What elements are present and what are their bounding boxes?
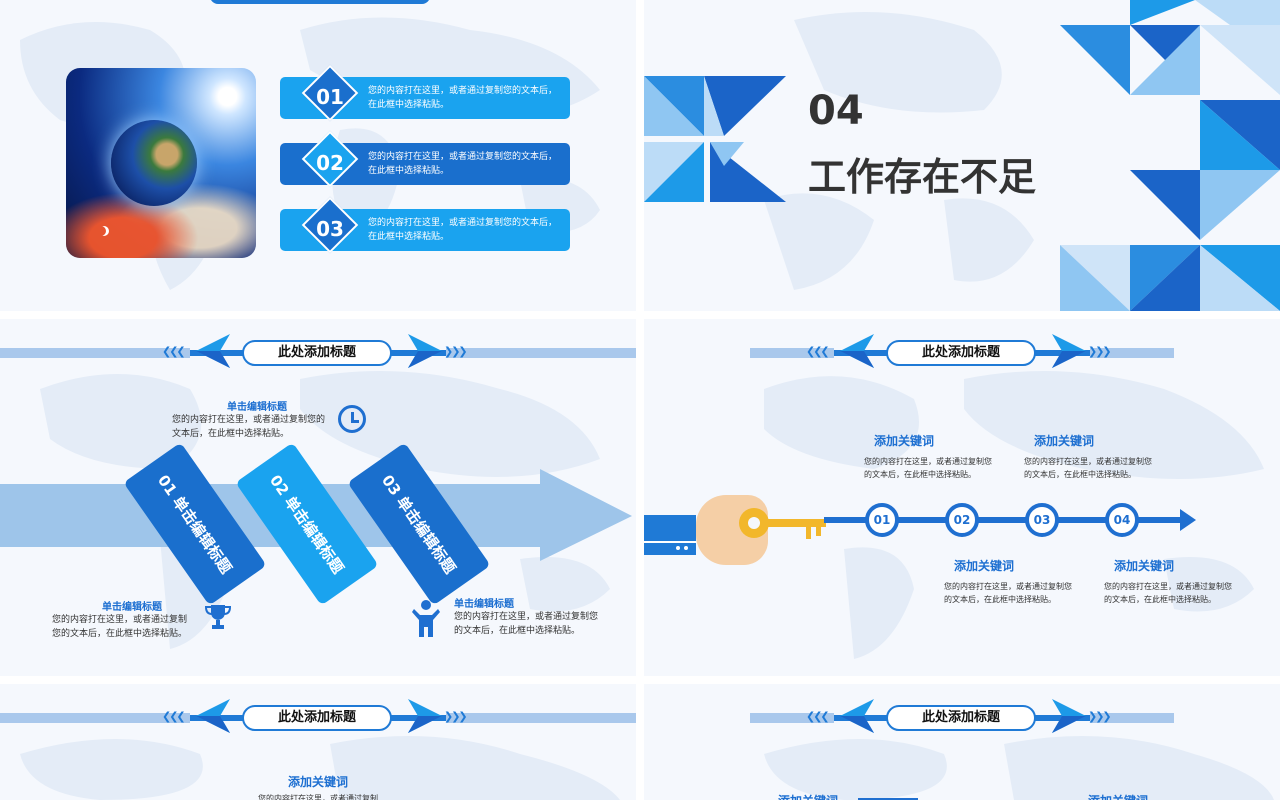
left-triangle-mosaic [644, 76, 786, 202]
item-text: 您的内容打在这里，或者通过复制您的文本后，在此框中选择粘贴。 [368, 86, 558, 110]
slide-2-thumbnail[interactable]: 04 工作存在不足 [644, 0, 1280, 311]
arrow-right-icon [408, 699, 442, 733]
chevrons-left-icon: ❮❮❮ [162, 710, 186, 723]
arrow-right-icon [1052, 699, 1086, 733]
chevrons-left-icon: ❮❮❮ [806, 710, 830, 723]
clock-icon [338, 405, 366, 433]
keyword-block-3: 添加关键词 您的内容打在这里，或者通过复制您的文本后，在此框中选择粘贴。 [1024, 432, 1174, 481]
keyword-block-2: 添加关键词 您的内容打在这里，或者通过复制您的文本后，在此框中选择粘贴。 [944, 557, 1094, 606]
chevrons-right-icon: ❯❯❯ [444, 345, 468, 358]
item-number: 03 [316, 217, 344, 241]
arrow-right-icon [1052, 334, 1086, 368]
timeline-node-03[interactable]: 03 [1025, 503, 1059, 537]
bar-segment [858, 798, 918, 800]
top-note: 单击编辑标题 您的内容打在这里，或者通过复制您的文本后，在此框中选择粘贴。 [172, 398, 342, 441]
slide-title: 此处添加标题 [886, 705, 1036, 731]
keyword-title-right: 添加关键词 [1088, 792, 1148, 800]
planet [111, 120, 197, 206]
item-text: 您的内容打在这里，或者通过复制您的文本后，在此框中选择粘贴。 [368, 218, 558, 242]
item-number: 02 [316, 151, 344, 175]
right-triangle-mosaic [1060, 0, 1280, 311]
right-note: 单击编辑标题 您的内容打在这里，或者通过复制您的文本后，在此框中选择粘贴。 [454, 595, 624, 638]
keyword-text: 您的内容打在这里，或者通过复制您的文本后，在此框中选择粘贴。 [864, 457, 992, 479]
chevrons-right-icon: ❯❯❯ [1088, 710, 1112, 723]
right-note-title: 单击编辑标题 [454, 599, 514, 610]
header-bar-right [446, 713, 636, 723]
person-icon [412, 600, 440, 637]
partial-text: 您的内容打在这里，或者通过复制 [258, 794, 378, 800]
keyword-text: 您的内容打在这里，或者通过复制您的文本后，在此框中选择粘贴。 [944, 582, 1072, 604]
slide-1-thumbnail[interactable]: 01 您的内容打在这里，或者通过复制您的文本后，在此框中选择粘贴。 02 您的内… [0, 0, 636, 311]
left-note: 单击编辑标题 您的内容打在这里，或者通过复制您的文本后，在此框中选择粘贴。 [52, 598, 212, 641]
arrow-left-icon [840, 699, 874, 733]
slide-header: ❮❮❮ ❯❯❯ 此处添加标题 [0, 684, 636, 744]
header-bar-right [1090, 713, 1174, 723]
sleeve [644, 515, 696, 555]
trophy-icon [204, 605, 232, 629]
earth-image [66, 68, 256, 258]
header-bar-left [0, 713, 190, 723]
list-item-01[interactable]: 01 您的内容打在这里，或者通过复制您的文本后，在此框中选择粘贴。 [280, 64, 570, 122]
slide-3-thumbnail[interactable]: ❮❮❮ ❯❯❯ 此处添加标题 01 单击编辑标题 02 单击编辑标题 03 单击… [0, 319, 636, 676]
timeline-line [824, 517, 1184, 523]
world-map-background [40, 371, 610, 649]
arrow-left-icon [196, 699, 230, 733]
keyword-text: 您的内容打在这里，或者通过复制您的文本后，在此框中选择粘贴。 [1024, 457, 1152, 479]
arrow-right-icon [408, 334, 442, 368]
slide-title: 此处添加标题 [886, 340, 1036, 366]
left-note-text: 您的内容打在这里，或者通过复制您的文本后，在此框中选择粘贴。 [52, 615, 188, 639]
keyword-block-1: 添加关键词 您的内容打在这里，或者通过复制您的文本后，在此框中选择粘贴。 [864, 432, 1014, 481]
chevrons-right-icon: ❯❯❯ [1088, 345, 1112, 358]
arrow-left-icon [840, 334, 874, 368]
header-bar-right [446, 348, 636, 358]
left-note-title: 单击编辑标题 [102, 602, 162, 613]
chevrons-right-icon: ❯❯❯ [444, 710, 468, 723]
keyword-title-left: 添加关键词 [778, 792, 838, 800]
chevrons-left-icon: ❮❮❮ [806, 345, 830, 358]
slide-title: 此处添加标题 [242, 705, 392, 731]
header-bar-left [0, 348, 190, 358]
slide-title: 此处添加标题 [242, 340, 392, 366]
header-bar-left [750, 348, 834, 358]
list-item-03[interactable]: 03 您的内容打在这里，或者通过复制您的文本后，在此框中选择粘贴。 [280, 196, 570, 254]
section-title: 工作存在不足 [808, 155, 1037, 199]
keyword-title: 添加关键词 [954, 559, 1015, 573]
header-bar-right [1090, 348, 1174, 358]
slide-6-thumbnail[interactable]: ❮❮❮ ❯❯❯ 此处添加标题 添加关键词 添加关键词 [644, 684, 1280, 800]
list-item-02[interactable]: 02 您的内容打在这里，或者通过复制您的文本后，在此框中选择粘贴。 [280, 130, 570, 188]
timeline-node-01[interactable]: 01 [865, 503, 899, 537]
world-map-background [764, 371, 1264, 659]
item-text: 您的内容打在这里，或者通过复制您的文本后，在此框中选择粘贴。 [368, 152, 558, 176]
slide-header: ❮❮❮ ❯❯❯ 此处添加标题 [644, 319, 1280, 379]
header-bar-left [750, 713, 834, 723]
right-note-text: 您的内容打在这里，或者通过复制您的文本后，在此框中选择粘贴。 [454, 612, 599, 636]
timeline-node-04[interactable]: 04 [1105, 503, 1139, 537]
slide-4-thumbnail[interactable]: ❮❮❮ ❯❯❯ 此处添加标题 01 02 03 04 添加关键词 您的内容打在这… [644, 319, 1280, 676]
top-note-title: 单击编辑标题 [227, 402, 287, 413]
top-cut-pill [210, 0, 430, 4]
world-map-background [764, 736, 1274, 800]
world-map-background [20, 736, 620, 800]
slide-header: ❮❮❮ ❯❯❯ 此处添加标题 [0, 319, 636, 379]
moon [96, 226, 106, 236]
keyword-title: 添加关键词 [1034, 434, 1095, 448]
chevrons-left-icon: ❮❮❮ [162, 345, 186, 358]
key-icon [739, 508, 826, 539]
section-number: 04 [808, 88, 864, 134]
timeline-arrowhead [1180, 509, 1196, 531]
arrow-left-icon [196, 334, 230, 368]
timeline-node-02[interactable]: 02 [945, 503, 979, 537]
keyword-title: 添加关键词 [874, 434, 935, 448]
keyword-title: 添加关键词 [288, 775, 349, 789]
keyword-block-4: 添加关键词 您的内容打在这里，或者通过复制您的文本后，在此框中选择粘贴。 [1104, 557, 1254, 606]
slide-header: ❮❮❮ ❯❯❯ 此处添加标题 [644, 684, 1280, 744]
top-note-text: 您的内容打在这里，或者通过复制您的文本后，在此框中选择粘贴。 [172, 415, 326, 439]
keyword-title: 添加关键词 [1114, 559, 1175, 573]
item-number: 01 [316, 85, 344, 109]
keyword-text: 您的内容打在这里，或者通过复制您的文本后，在此框中选择粘贴。 [1104, 582, 1232, 604]
slide-5-thumbnail[interactable]: ❮❮❮ ❯❯❯ 此处添加标题 添加关键词 您的内容打在这里，或者通过复制 [0, 684, 636, 800]
world-map-background [764, 12, 1034, 290]
